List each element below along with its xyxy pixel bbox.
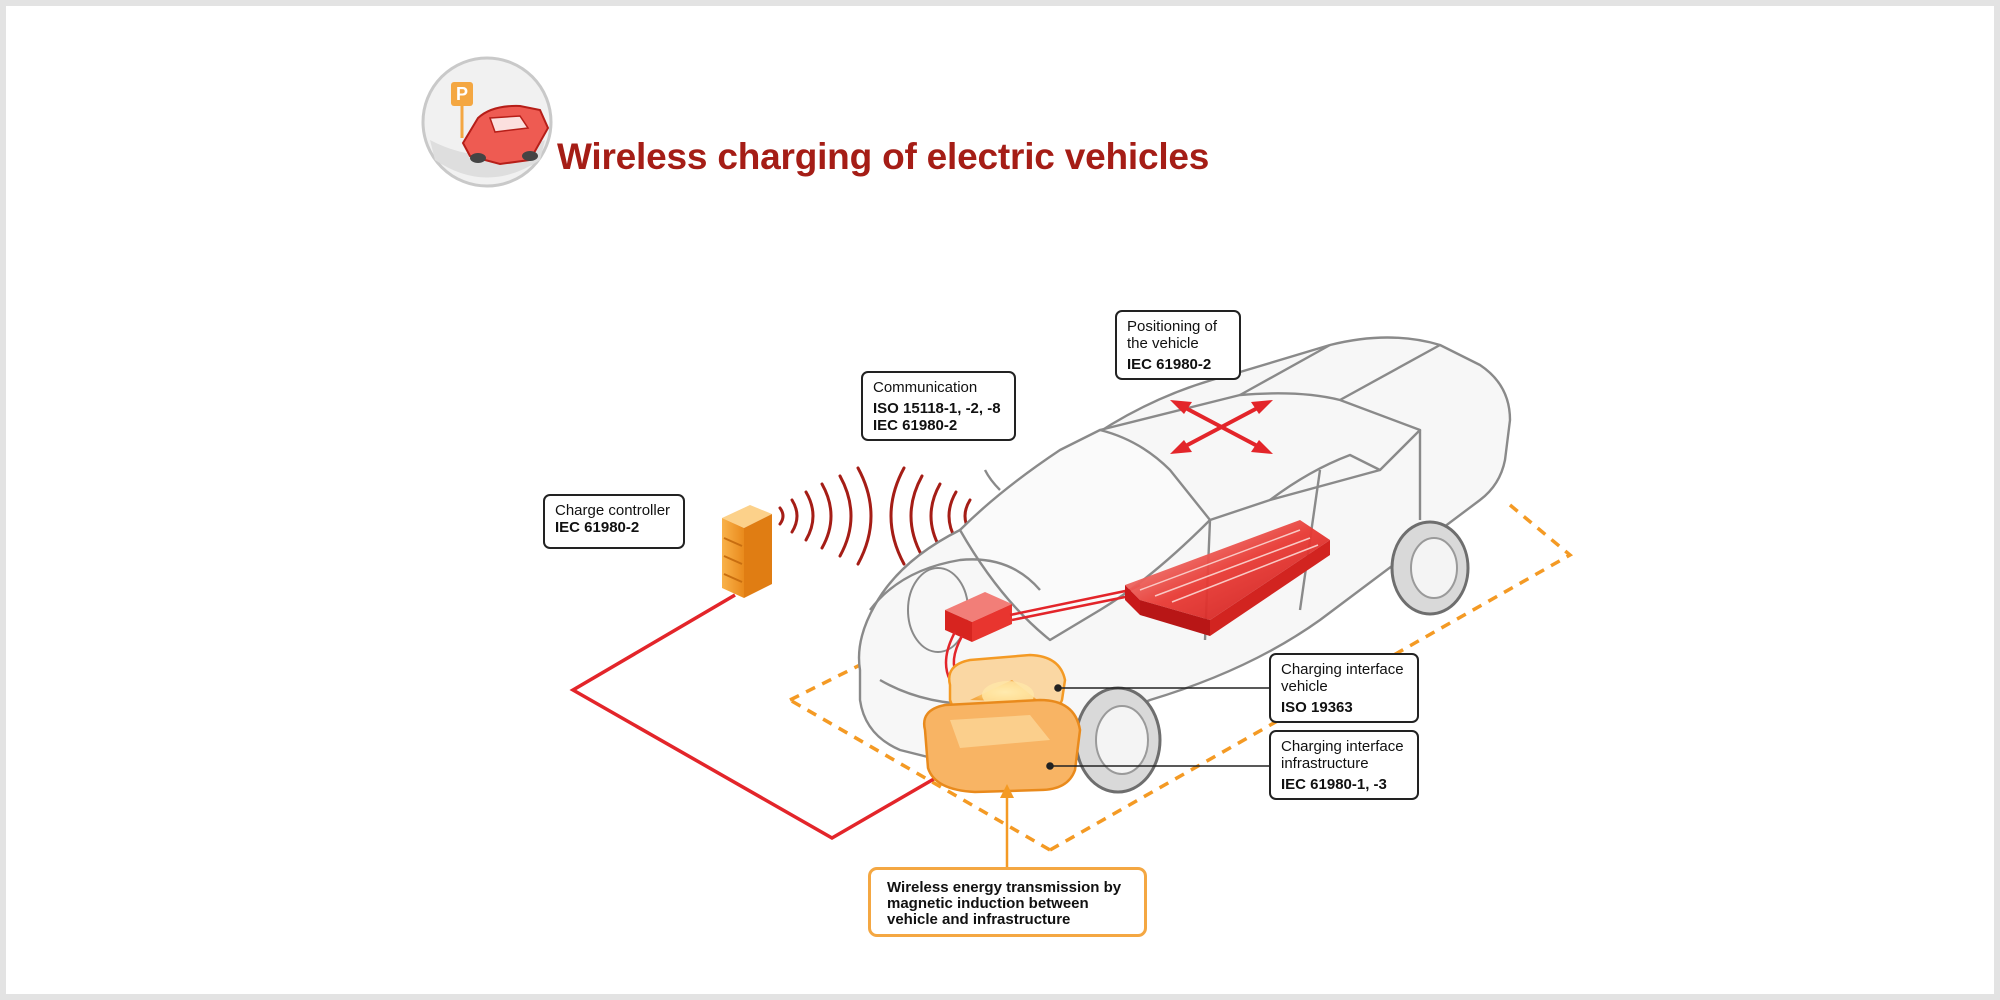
callout-label: Positioning of [1127,318,1218,335]
battery-pack [1125,520,1330,636]
communication-callout: Communication ISO 15118-1, -2, -8 IEC 61… [861,371,1016,441]
power-cable [569,593,959,841]
callout-standard: IEC 61980-2 [555,519,640,536]
rear-wheel [1390,520,1470,616]
callout-line: Wireless energy transmission by [887,879,1122,896]
charging-interface-infrastructure-callout: Charging interface infrastructure IEC 61… [1269,730,1419,800]
energy-transmission-callout: Wireless energy transmission by magnetic… [868,867,1147,937]
parking-sign-icon [451,82,473,106]
callout-line: vehicle and infrastructure [887,911,1071,928]
power-electronics-box [945,592,1012,642]
callout-label: Communication [873,379,978,396]
positioning-callout: Positioning of the vehicle IEC 61980-2 [1115,310,1241,380]
callout-label: Charging interface [1281,738,1404,755]
callout-label: Charging interface [1281,661,1404,678]
callout-standard: IEC 61980-1, -3 [1281,776,1387,793]
svg-text:P: P [456,84,468,104]
ground-charging-pad [922,698,1082,794]
callout-label: Charge controller [555,502,671,519]
page-title: Wireless charging of electric vehicles [557,136,1210,177]
positioning-arrows-icon [1170,400,1273,454]
callout-line: magnetic induction between [887,895,1089,912]
callout-label: infrastructure [1281,755,1369,772]
parking-car-icon: P [421,56,553,188]
callout-standard: IEC 61980-2 [873,417,958,434]
callout-standard: ISO 15118-1, -2, -8 [873,400,1001,417]
callout-standard: IEC 61980-2 [1127,356,1212,373]
front-wheel [1074,686,1162,794]
charge-controller-cabinet-icon [722,505,772,598]
charging-interface-vehicle-callout: Charging interface vehicle ISO 19363 [1269,653,1419,723]
charge-controller-callout: Charge controller IEC 61980-2 [543,494,685,549]
callout-standard: ISO 19363 [1281,699,1353,716]
transmission-arrow [1000,784,1014,870]
leader-lines [1046,684,1272,770]
wireless-signal-icon [778,466,972,566]
callout-label: vehicle [1281,678,1328,695]
callout-label: the vehicle [1127,335,1199,352]
